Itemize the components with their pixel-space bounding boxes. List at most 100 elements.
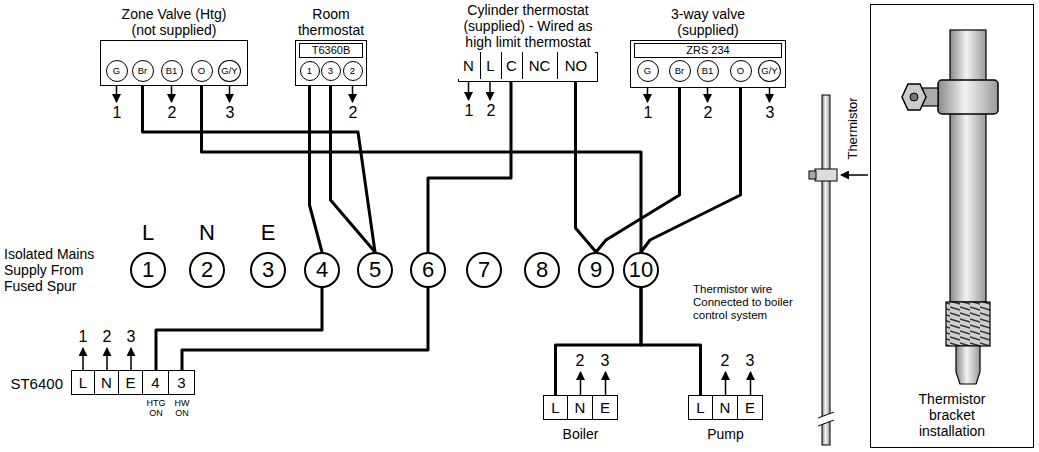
node-text: 2 bbox=[350, 66, 355, 76]
node-text: O bbox=[198, 66, 205, 76]
supply-label: E bbox=[253, 220, 283, 245]
bracket-illustration bbox=[902, 30, 998, 384]
wire bbox=[143, 82, 376, 253]
terminal: Br bbox=[669, 60, 691, 82]
terminal-number: 1 bbox=[130, 252, 166, 288]
terminal: O bbox=[730, 60, 752, 82]
terminal: 4 bbox=[143, 370, 169, 395]
terminal: 2 bbox=[343, 61, 363, 81]
callout-arrow bbox=[130, 348, 132, 370]
callout-number: 1 bbox=[107, 104, 127, 122]
node-text: NO bbox=[565, 57, 588, 74]
callout-number: 1 bbox=[638, 104, 658, 122]
node-text: B1 bbox=[702, 66, 714, 76]
terminal: E bbox=[119, 370, 143, 395]
node-text: Cylinder thermostat (supplied) - Wired a… bbox=[453, 2, 603, 50]
callout-arrow bbox=[580, 372, 582, 395]
node-text: G/Y bbox=[221, 66, 237, 76]
programmer-terminals: ST6400LNE43 bbox=[71, 370, 195, 395]
wire bbox=[556, 288, 642, 395]
terminal: O bbox=[191, 60, 213, 82]
node-text: 8 bbox=[536, 257, 548, 283]
terminal: B1 bbox=[697, 60, 719, 82]
terminal-number: 7 bbox=[466, 252, 502, 288]
terminal: G/Y bbox=[218, 60, 240, 82]
node-text: G bbox=[113, 66, 120, 76]
terminal: G bbox=[637, 60, 659, 82]
node-text: E bbox=[745, 399, 755, 416]
wire bbox=[310, 81, 323, 253]
node-text: N bbox=[463, 57, 474, 74]
terminal: N bbox=[95, 370, 119, 395]
node-text: 10 bbox=[629, 257, 653, 283]
callout-number: 3 bbox=[760, 104, 780, 122]
node-text: Br bbox=[138, 66, 148, 76]
node-text: 1 bbox=[142, 257, 154, 283]
node-text: 3 bbox=[177, 374, 185, 391]
terminal: L bbox=[480, 52, 501, 79]
callout-number: 2 bbox=[715, 352, 735, 370]
callout-arrow bbox=[750, 372, 752, 395]
terminal-number: 5 bbox=[357, 252, 393, 288]
terminal: Br bbox=[132, 60, 154, 82]
note: Thermistor wire Connected to boiler cont… bbox=[693, 283, 803, 322]
node-text: N bbox=[720, 399, 731, 416]
callout-number: 2 bbox=[570, 352, 590, 370]
note: Thermistor bbox=[845, 83, 860, 173]
wire bbox=[428, 79, 511, 253]
terminal: E bbox=[738, 395, 763, 420]
node-text: O bbox=[737, 66, 744, 76]
terminal: NO bbox=[557, 52, 595, 79]
node-text: 4 bbox=[151, 374, 159, 391]
node-text: L bbox=[696, 399, 704, 416]
supply-label: N bbox=[192, 220, 222, 245]
node-text: 1 bbox=[307, 66, 312, 76]
terminal-number: 8 bbox=[524, 252, 560, 288]
node-text: B1 bbox=[166, 66, 178, 76]
valve-box: 3-way valve (supplied)ZRS 234GBrB1OG/Y bbox=[630, 40, 786, 88]
callout-number: 3 bbox=[220, 104, 240, 122]
node-text: E bbox=[125, 374, 135, 391]
node-text: 6 bbox=[422, 257, 434, 283]
callout-number: 2 bbox=[481, 102, 501, 120]
wire bbox=[641, 82, 741, 253]
terminal-number: 4 bbox=[304, 252, 340, 288]
terminal-number: 10 bbox=[623, 252, 659, 288]
callout-number: 3 bbox=[740, 352, 760, 370]
node-text: N bbox=[575, 399, 586, 416]
callout-number: 1 bbox=[459, 102, 479, 120]
terminal-number: 3 bbox=[250, 252, 286, 288]
node-text: Br bbox=[675, 66, 685, 76]
model-label: ZRS 234 bbox=[634, 43, 782, 58]
terminal: G/Y bbox=[758, 60, 780, 82]
terminal: B1 bbox=[161, 60, 183, 82]
terminal: NC bbox=[522, 52, 557, 79]
node-text: Boiler bbox=[563, 426, 599, 442]
node-text: G bbox=[644, 66, 651, 76]
note: HTG ON bbox=[142, 398, 170, 418]
pump-terminals: PumpLNE bbox=[688, 395, 763, 420]
node-text: Thermistor bracket installation bbox=[871, 391, 1033, 439]
node-text: 2 bbox=[201, 257, 213, 283]
thermostat-box: Cylinder thermostat (supplied) - Wired a… bbox=[458, 52, 598, 82]
terminal-number: 2 bbox=[189, 252, 225, 288]
terminal-number: 6 bbox=[410, 252, 446, 288]
callout-number: 2 bbox=[343, 104, 363, 122]
terminal: 3 bbox=[321, 61, 341, 81]
node-text: 3 bbox=[262, 257, 274, 283]
thermostat-box: Room thermostatT6360B132 bbox=[295, 40, 367, 86]
callout-number: 3 bbox=[121, 328, 141, 346]
inset-panel: Thermistor bracket installation bbox=[870, 4, 1034, 448]
model-label: T6360B bbox=[299, 43, 363, 58]
supply-label: L bbox=[133, 220, 163, 245]
node-text: 3 bbox=[328, 66, 333, 76]
node-text: G/Y bbox=[761, 66, 777, 76]
node-text: Zone Valve (Htg) (not supplied) bbox=[114, 6, 234, 38]
terminal: L bbox=[688, 395, 713, 420]
terminal: G bbox=[106, 60, 128, 82]
callout-number: 2 bbox=[698, 104, 718, 122]
node-text: Pump bbox=[707, 426, 744, 442]
terminal: L bbox=[543, 395, 568, 420]
terminal: N bbox=[458, 52, 480, 79]
callout-number: 1 bbox=[73, 328, 93, 346]
